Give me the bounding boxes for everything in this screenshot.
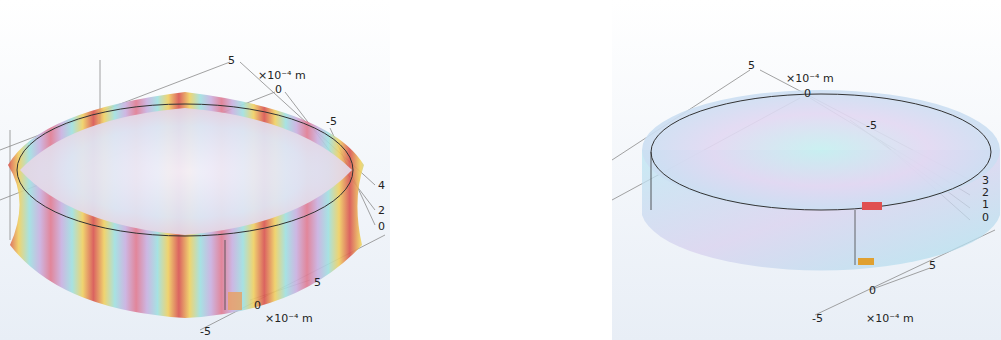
axis-tick-label: ×10⁻⁴ m [866,313,914,324]
axis-tick-label: 1 [982,199,989,210]
axis-tick-label: 2 [982,187,989,198]
axis-tick-label: ×10⁻⁴ m [786,73,834,84]
axis-tick-label: -5 [866,120,877,131]
axis-tick-label: 5 [228,55,235,66]
axis-tick-label: 0 [804,88,811,99]
axis-tick-label: 0 [378,221,385,232]
axis-tick-label: 4 [378,180,385,191]
axis-tick-label: 0 [275,84,282,95]
axis-tick-label: -5 [812,313,823,324]
axis-tick-label: 2 [378,205,385,216]
axis-tick-label: ×10⁻⁴ m [258,70,306,81]
axis-tick-label: 3 [982,175,989,186]
axis-tick-label: 0 [869,285,876,296]
axis-tick-label: 5 [929,260,936,271]
axis-tick-label: 5 [314,277,321,288]
axis-tick-label: ×10⁻⁴ m [265,313,313,324]
axis-tick-label: -5 [200,326,211,337]
axis-tick-label: 0 [254,300,261,311]
axis-tick-label: -5 [326,116,337,127]
axis-tick-label: 0 [982,212,989,223]
axis-tick-label: 5 [748,60,755,71]
